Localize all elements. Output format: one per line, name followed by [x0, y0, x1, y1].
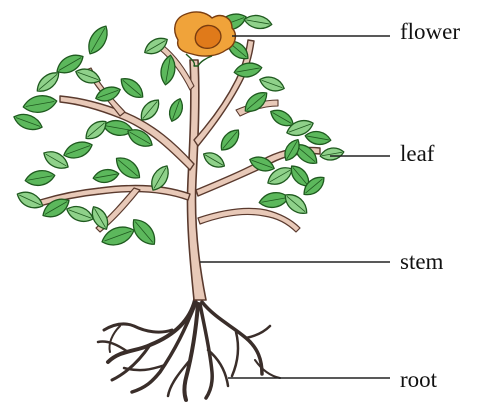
leaf — [319, 146, 345, 162]
leaf — [22, 93, 58, 115]
flower-center — [195, 25, 221, 48]
root-strand — [255, 360, 280, 378]
flower-head — [175, 12, 236, 66]
label-root: root — [400, 368, 437, 391]
label-leaf: leaf — [400, 142, 434, 165]
leaf — [33, 68, 63, 96]
leaf — [61, 138, 94, 162]
label-flower: flower — [400, 20, 460, 43]
leaf — [65, 203, 96, 225]
branch — [198, 208, 300, 232]
root-strand — [104, 324, 172, 332]
main-stem — [187, 60, 206, 300]
leaf — [117, 74, 147, 102]
root-strand — [109, 326, 120, 352]
leaf — [24, 168, 56, 187]
leaf — [304, 130, 332, 147]
root-strand — [246, 326, 270, 338]
leaf — [82, 117, 110, 143]
leaf — [166, 97, 185, 124]
root-strand — [232, 332, 238, 376]
leaf — [12, 111, 45, 134]
label-stem: stem — [400, 250, 443, 273]
leaf — [258, 74, 287, 95]
leaf — [92, 168, 120, 185]
leaf — [112, 153, 144, 183]
leaf — [243, 13, 273, 30]
leaf — [201, 149, 228, 171]
root-strand — [98, 342, 128, 352]
leaf — [84, 23, 112, 58]
root-system — [98, 300, 280, 400]
leaf — [217, 126, 243, 154]
